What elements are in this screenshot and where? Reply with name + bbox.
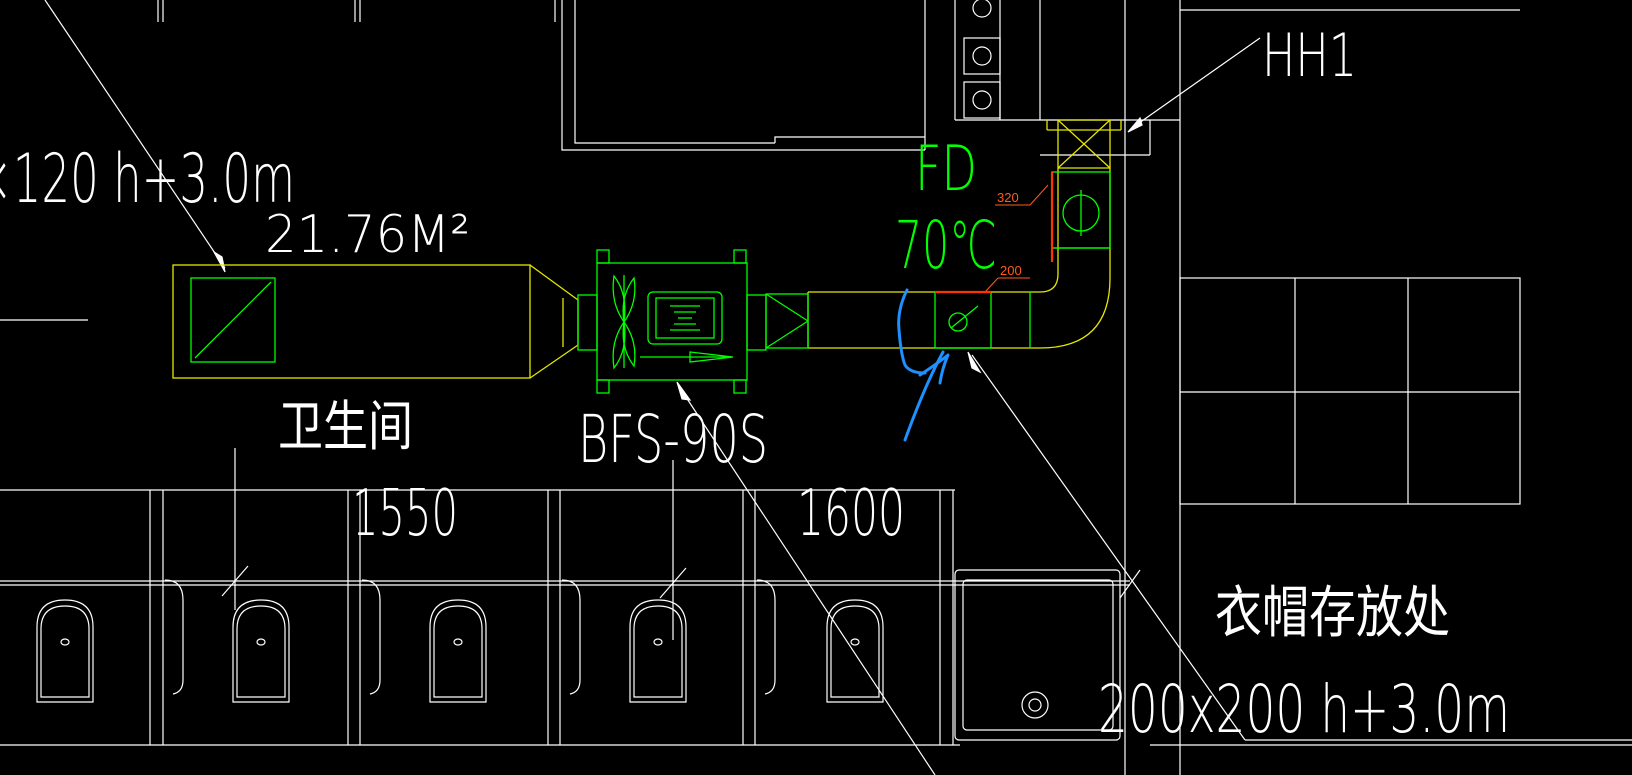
fire-damper-icon <box>1051 171 1111 249</box>
fan-box <box>577 249 767 394</box>
flow-arrow-icon <box>640 351 734 363</box>
exhaust-grille-icon <box>190 277 276 363</box>
motor-icon <box>647 291 723 345</box>
toilet-fixture-icon <box>429 599 487 703</box>
toilet-fixture-icon <box>232 599 290 703</box>
flexible-connector <box>765 293 809 349</box>
fan-model-label: BFS-90S <box>578 401 768 478</box>
equipment <box>190 171 1111 394</box>
right-window-grid <box>1179 277 1521 505</box>
toilet-fixture-icon <box>36 599 94 703</box>
floor-drain-icon <box>1021 691 1049 719</box>
size-right-label: 200x200 h+3.0m <box>1098 671 1510 748</box>
dim-1600-label: 1600 <box>797 477 905 551</box>
toilet-fixture-icon <box>629 599 687 703</box>
check-valve-icon <box>934 291 992 349</box>
text-labels: ×120 h+3.0m 21.76M² BFS-90S FD 70℃ HH1 3… <box>0 21 1510 748</box>
markup-arrow-icon <box>897 288 950 442</box>
shaft-circles <box>963 0 1001 119</box>
dim-320-label: 320 <box>997 190 1019 205</box>
dim-1550-label: 1550 <box>352 477 458 551</box>
dimension-markers <box>984 184 1049 293</box>
toilet-fixture-icon <box>826 599 884 703</box>
damper-edges <box>935 172 1054 294</box>
area-label: 21.76M² <box>265 205 470 265</box>
size-left-label: ×120 h+3.0m <box>0 140 295 219</box>
shower-tray <box>954 569 1121 741</box>
dim-200-small-label: 200 <box>1000 263 1022 278</box>
axial-fan-icon <box>612 274 636 370</box>
exhaust-box <box>172 264 531 379</box>
hh1-tag: HH1 <box>1262 21 1357 91</box>
room-cloakroom-label: 衣帽存放处 <box>1215 581 1450 646</box>
toilet-fixtures <box>36 599 884 703</box>
room-toilet-label: 卫生间 <box>278 395 413 458</box>
damper-temp-label: 70℃ <box>895 207 997 284</box>
leader-lines <box>44 0 1632 775</box>
fire-damper-label: FD <box>915 132 977 205</box>
